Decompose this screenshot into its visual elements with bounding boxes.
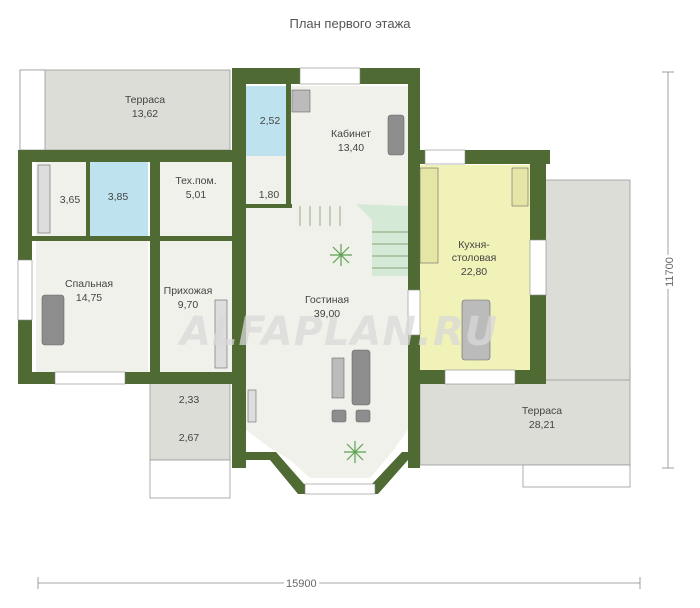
porch-area bbox=[149, 379, 231, 461]
room-tech-name: Тех.пом. bbox=[175, 175, 216, 187]
room-terrace-right-area: 28,21 bbox=[529, 419, 555, 431]
dimension-width-label: 15900 bbox=[286, 578, 317, 590]
dining-table bbox=[461, 299, 491, 361]
bed bbox=[41, 294, 65, 346]
room-labels: Терраса 13,62 2,52 Кабинет 13,40 3,65 3,… bbox=[60, 94, 563, 444]
room-bedroom-name: Спальная bbox=[65, 278, 113, 290]
room-terrace-top-area: 13,62 bbox=[132, 108, 158, 120]
desk bbox=[291, 89, 311, 113]
porch-steps bbox=[149, 459, 231, 499]
hall-wardrobe bbox=[214, 299, 228, 369]
dimension-width bbox=[37, 577, 641, 589]
terrace-steps-right bbox=[522, 464, 631, 488]
room-entrance-name: Прихожая bbox=[164, 285, 213, 297]
terrace-steps-top bbox=[19, 69, 46, 151]
room-kitchen-name-line2: столовая bbox=[452, 252, 497, 264]
room-bedroom-area: 14,75 bbox=[76, 292, 102, 304]
coffee-table bbox=[331, 357, 345, 399]
room-terrace-top-name: Терраса bbox=[125, 94, 165, 106]
terrace-right-strip bbox=[544, 179, 631, 381]
living-sofa bbox=[351, 349, 371, 406]
terraces bbox=[19, 69, 631, 499]
chair-2 bbox=[355, 409, 371, 423]
room-bath-area: 3,85 bbox=[108, 191, 129, 203]
stairs bbox=[299, 206, 408, 269]
room-porch-2-area: 2,67 bbox=[179, 432, 200, 444]
room-office-name: Кабинет bbox=[331, 128, 371, 140]
room-kitchen-name-line1: Кухня- bbox=[458, 239, 490, 251]
room-porch-1-area: 2,33 bbox=[179, 394, 200, 406]
plants bbox=[330, 244, 366, 463]
dimension-height bbox=[662, 71, 674, 469]
room-tech-area: 5,01 bbox=[186, 189, 207, 201]
room-terrace-right-name: Терраса bbox=[522, 405, 562, 417]
room-hall-small-area: 1,80 bbox=[259, 189, 280, 201]
fireplace bbox=[247, 389, 257, 423]
dimension-height-label: 11700 bbox=[664, 257, 676, 287]
room-kitchen-area: 22,80 bbox=[461, 266, 487, 278]
kitchen-counter bbox=[419, 167, 439, 264]
chair-1 bbox=[331, 409, 347, 423]
room-wc-area: 2,52 bbox=[260, 115, 281, 127]
room-living-area: 39,00 bbox=[314, 308, 340, 320]
furniture bbox=[37, 89, 529, 423]
room-closet-area: 3,65 bbox=[60, 194, 81, 206]
windows bbox=[17, 67, 547, 495]
kitchen-counter-right bbox=[511, 167, 529, 207]
terrace-top-area bbox=[19, 69, 231, 151]
watermark: ALFAPLAN.RU bbox=[177, 309, 498, 355]
plan-title: План первого этажа bbox=[289, 16, 411, 31]
wardrobe bbox=[37, 164, 51, 234]
room-entrance-area: 9,70 bbox=[178, 299, 199, 311]
room-living-name: Гостиная bbox=[305, 294, 349, 306]
room-office-area: 13,40 bbox=[338, 142, 364, 154]
office-sofa bbox=[387, 114, 405, 156]
